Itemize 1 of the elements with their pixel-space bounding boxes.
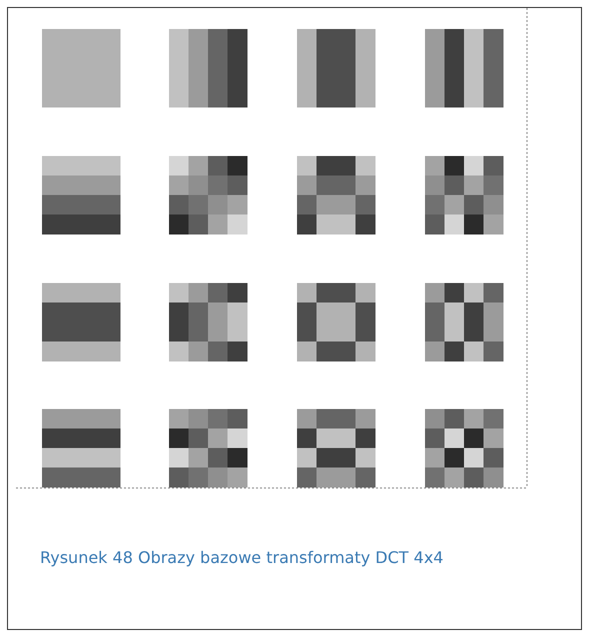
figure-caption: Rysunek 48 Obrazy bazowe transformaty DCT 4x4 [40, 548, 444, 567]
